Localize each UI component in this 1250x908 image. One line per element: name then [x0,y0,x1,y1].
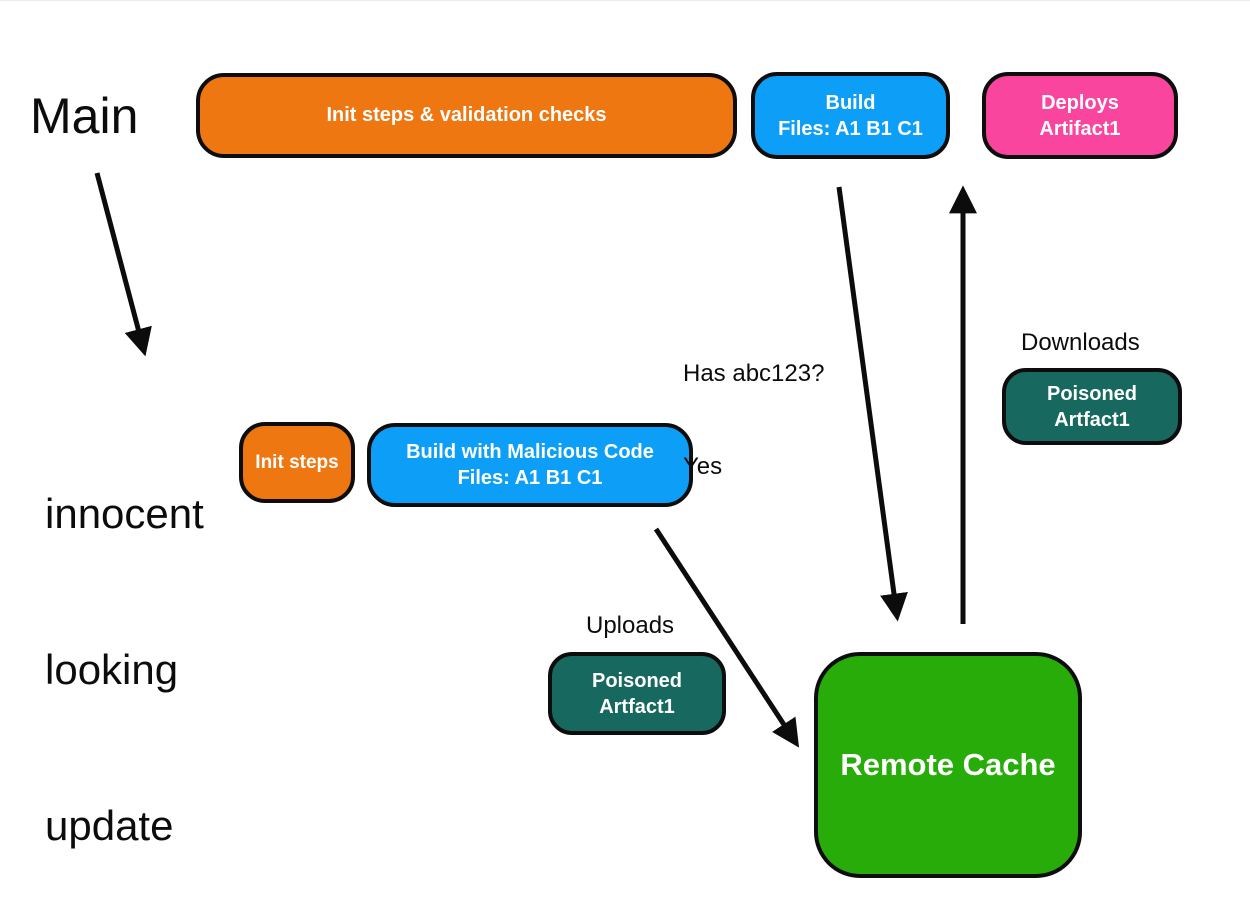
arrow-build-to-cache [836,186,908,622]
node-build: Build Files: A1 B1 C1 [751,72,950,159]
node-deploys-artifact1: Deploys Artifact1 [982,72,1178,159]
label-innocent-line3: update [45,802,174,849]
label-innocent-line1: innocent [45,490,204,537]
label-innocent-looking-update: innocent looking update [45,384,204,908]
node-init-steps: Init steps [239,422,355,503]
node-build-malicious-code: Build with Malicious Code Files: A1 B1 C… [367,423,693,507]
label-downloads: Downloads [1021,329,1140,356]
node-poisoned-upload-line2: Artfact1 [599,695,675,718]
node-build-malicious-line1: Build with Malicious Code [406,441,654,463]
node-deploys-line2: Artifact1 [1039,117,1121,140]
label-has-question: Has abc123? [683,360,825,387]
node-poisoned-artifact-upload: Poisoned Artfact1 [548,652,726,735]
label-main: Main [30,88,139,144]
arrow-main-to-update [94,172,152,357]
node-init-validation-label: Init steps & validation checks [326,104,607,126]
node-poisoned-artifact-download: Poisoned Artfact1 [1002,368,1182,445]
node-init-validation-checks: Init steps & validation checks [196,73,737,158]
node-init-steps-label: Init steps [255,451,339,473]
arrow-malicious-build-to-cache [653,527,800,748]
node-remote-cache: Remote Cache [814,652,1082,878]
node-poisoned-download-line1: Poisoned [1046,382,1137,405]
node-poisoned-upload-line1: Poisoned [591,669,682,692]
label-has-answer: Yes [683,453,723,480]
label-innocent-line2: looking [45,646,179,693]
label-uploads: Uploads [586,612,675,639]
node-build-line1: Build [825,91,876,114]
node-remote-cache-label: Remote Cache [840,747,1056,782]
node-deploys-line1: Deploys [1041,91,1119,114]
node-poisoned-download-line2: Artfact1 [1054,408,1130,431]
node-build-line2: Files: A1 B1 C1 [778,117,923,140]
label-has-abc123: Has abc123? Yes [683,296,824,544]
node-build-malicious-line2: Files: A1 B1 C1 [457,467,603,489]
